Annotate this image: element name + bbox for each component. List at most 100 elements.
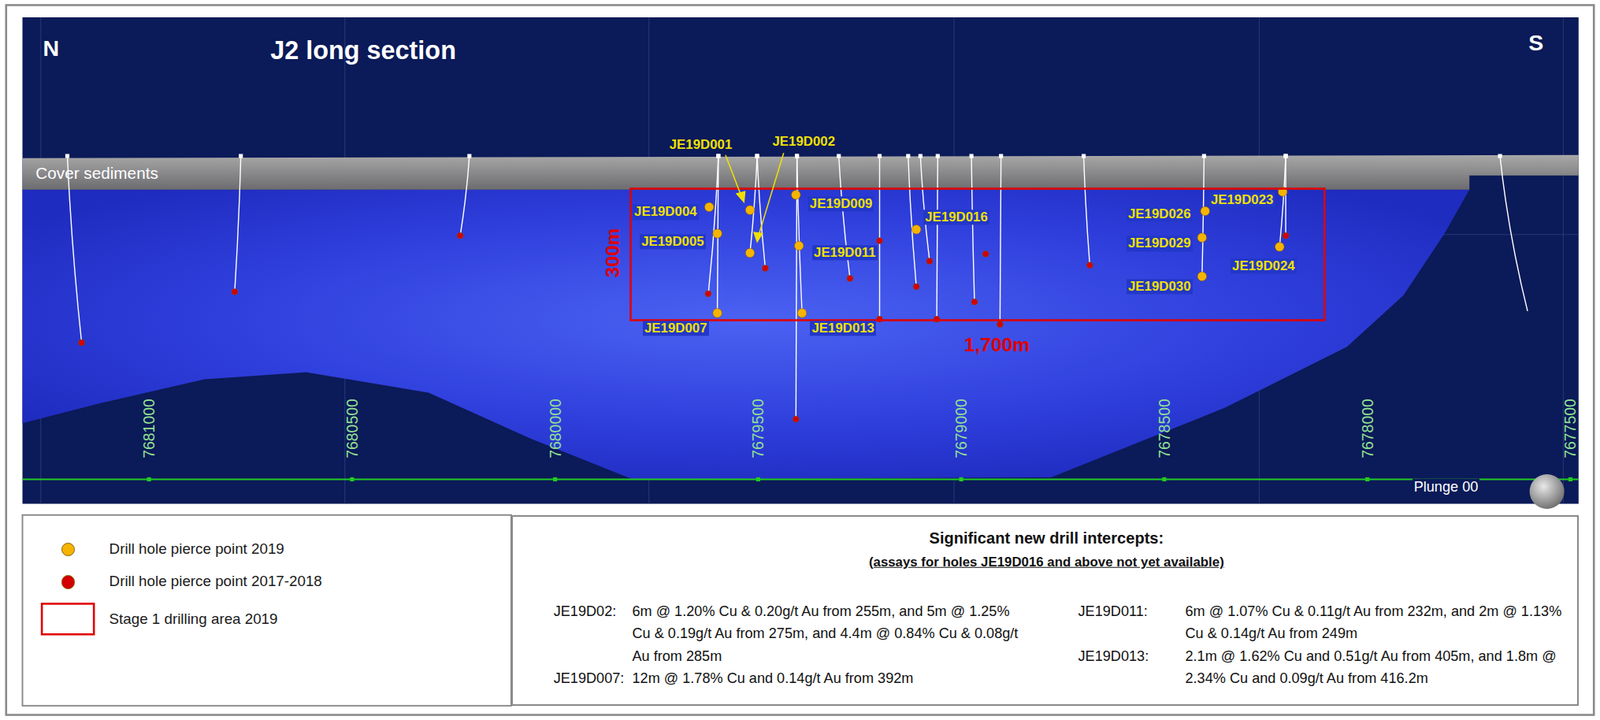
pierce-point [745,205,755,216]
panel-note: (assays for holes JE19D016 and above not… [868,551,1225,574]
hole-label: JE19D013 [809,320,877,336]
coordinate-label: 7678500 [1155,398,1174,459]
hole-id: JE19D013: [1078,645,1150,668]
hole-label: JE19D007 [642,320,710,336]
section-ground [22,17,1578,505]
coordinate-label: 7680000 [545,398,564,459]
mineralised-zone [22,189,1470,480]
grid-lines [22,17,1578,505]
collar [755,153,760,158]
coordinate-label: 7679000 [952,398,970,459]
drill-trace [920,155,930,261]
collar [1283,153,1288,158]
pierce-point [982,250,989,257]
pierce-point [1274,241,1285,252]
hole-id: JE19D011: [1078,600,1148,623]
hole-label: JE19D024 [1230,258,1297,274]
drill-trace [708,155,719,296]
legend-swatch [41,603,94,635]
pierce-point [712,308,723,319]
drill-trace [1202,155,1205,277]
outer-frame [6,4,1594,715]
legend-text: Drill hole pierce point 2017-2018 [109,572,323,591]
hole-label: JE19D030 [1126,278,1193,294]
collar [1202,153,1207,158]
drill-trace [971,155,975,302]
hole-label: JE19D005 [639,233,706,249]
pierce-point [1086,262,1093,269]
intercepts-panel: Significant new drill intercepts:(assays… [511,515,1579,706]
pierce-point [792,415,799,423]
drill-trace [234,155,242,292]
collar [935,153,940,158]
drill-holes [65,153,1528,422]
reference-line [22,478,1578,480]
pierce-point [456,232,464,239]
pierce-point [913,283,920,290]
legend-panel [22,515,511,706]
coordinate-label: 7680500 [343,398,361,459]
panel-heading: Significant new drill intercepts: [929,527,1165,550]
pierce-point [78,339,86,346]
pierce-point [1282,232,1289,239]
intercept-text: 6m @ 1.07% Cu & 0.11g/t Au from 232m, an… [1185,600,1577,646]
collar [998,153,1003,158]
collar [1081,153,1086,158]
collar [65,153,70,158]
pierce-point [712,229,723,239]
compass-letter: N [42,34,60,61]
collar [877,153,882,158]
hole-label: JE19D009 [808,196,875,212]
hole-id: JE19D02: [553,600,617,623]
pierce-point [911,224,921,234]
pierce-point [705,290,712,297]
stage1-area [630,189,1325,321]
pierce-point [996,321,1003,328]
coordinate-label: 7678000 [1358,398,1377,459]
hole-label: JE19D004 [632,204,699,220]
layer-label: Cover sediments [35,163,158,183]
cover-sediments-band [22,155,1578,190]
legend-text: Drill hole pierce point 2019 [109,540,285,558]
hole-id: JE19D007: [553,667,625,690]
orientation-icon [1529,474,1565,509]
intercept-text: 6m @ 1.20% Cu & 0.20g/t Au from 255m, an… [631,600,1020,668]
collar [794,153,799,158]
pierce-point [790,189,801,200]
drill-trace [797,155,802,313]
collar [716,153,721,158]
coordinate-label: 7677500 [1561,398,1579,459]
intercept-text: 2.1m @ 1.62% Cu and 0.51g/t Au from 405m… [1185,645,1579,691]
view-label: Plunge 00 [1412,478,1481,495]
pierce-point [1197,271,1207,282]
drill-trace [908,155,917,287]
pierce-point [794,241,804,251]
leader-lines [725,152,784,242]
drill-trace [1284,155,1286,236]
dimension-label: 300m [601,228,624,279]
drill-trace [1499,155,1528,312]
collar [1497,153,1502,158]
pierce-point [762,265,769,272]
drill-trace [936,155,938,320]
pierce-point [1197,233,1207,243]
collar [905,153,910,158]
hole-label: JE19D023 [1209,192,1276,208]
pierce-point [876,237,884,245]
hole-label: JE19D002 [772,133,836,149]
pierce-point [926,258,933,265]
collar [238,153,243,158]
pierce-point [231,288,238,295]
drill-trace [999,155,1001,325]
coordinate-label: 7681000 [140,398,158,459]
section-title: J2 long section [270,36,457,66]
hole-label: JE19D011 [812,245,878,260]
collar [467,153,472,158]
drill-trace [66,155,82,343]
pierce-point [971,298,978,305]
hole-label: JE19D016 [923,209,990,225]
hole-label: JE19D001 [669,137,733,153]
compass-letter: S [1528,29,1544,56]
legend-swatch [61,575,76,590]
dimension-label: 1,700m [964,333,1030,356]
